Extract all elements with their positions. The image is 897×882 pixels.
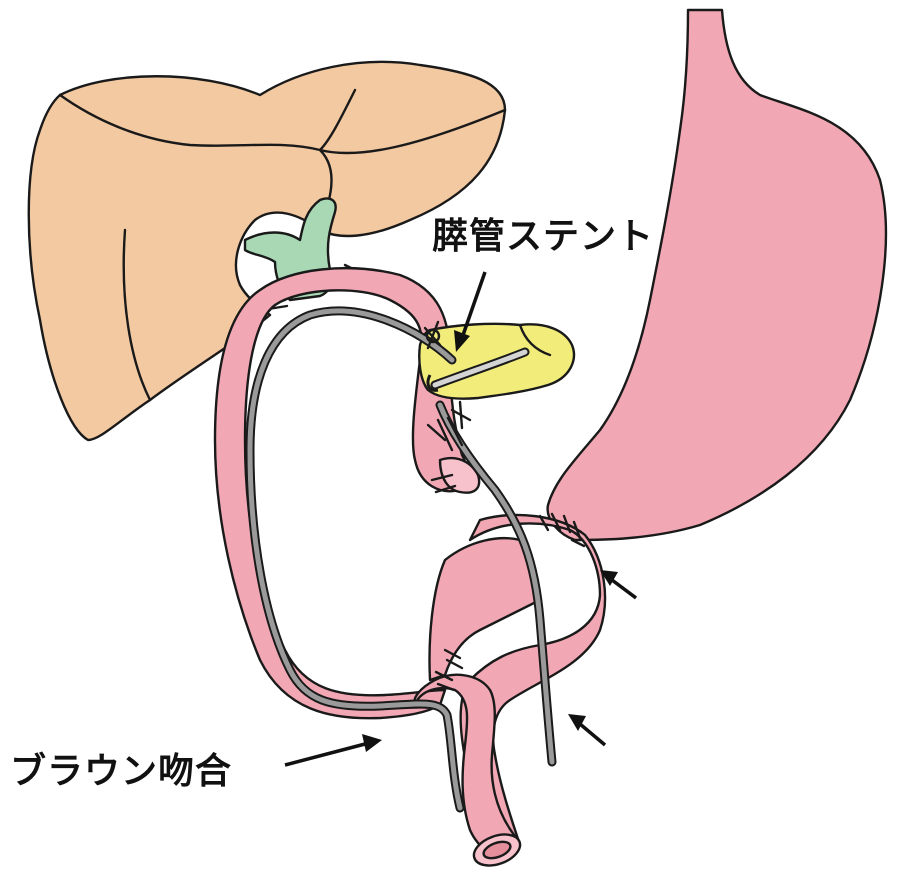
label-braun-anastomosis: ブラウン吻合 <box>10 742 232 794</box>
stomach <box>548 10 886 540</box>
arrow-braun <box>285 734 382 765</box>
label-pancreatic-stent: 膵管ステント <box>432 207 654 259</box>
arrow-drainage <box>568 714 605 745</box>
